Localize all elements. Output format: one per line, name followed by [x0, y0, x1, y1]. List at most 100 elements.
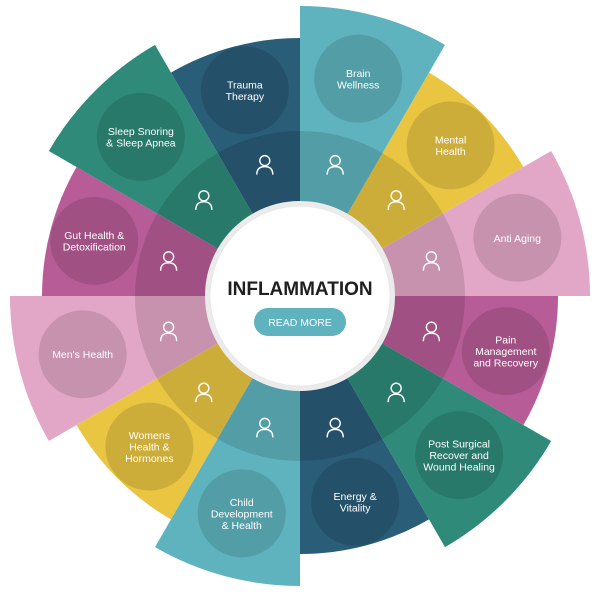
- segment-wedge[interactable]: [48, 44, 253, 249]
- segment-inner-band: [157, 343, 253, 439]
- segment-label-disc: [415, 411, 504, 500]
- segment-energy-vitality[interactable]: Energy &Vitality: [300, 378, 429, 554]
- segment-men-s-health[interactable]: Men's Health: [10, 296, 218, 441]
- segment-anti-aging[interactable]: Anti Aging: [382, 151, 590, 296]
- segment-label-line: Pain: [495, 335, 516, 347]
- bandage-icon: [387, 382, 405, 403]
- segment-wedge[interactable]: [171, 38, 300, 214]
- segment-label: Gut Health &Detoxification: [63, 230, 126, 254]
- head-brain-icon-body: [326, 165, 344, 175]
- sad-person-icon-head: [259, 154, 271, 167]
- segment-label-disc: [105, 402, 194, 491]
- segment-inner-band: [300, 131, 383, 214]
- skin-layers-icon-head: [425, 251, 438, 263]
- segment-gut-health-detoxification[interactable]: Gut Health &Detoxification: [42, 167, 218, 296]
- segment-wedge[interactable]: [155, 378, 300, 586]
- gut-icon-body: [159, 262, 178, 271]
- segment-wedge[interactable]: [382, 151, 590, 296]
- segment-wedge[interactable]: [10, 296, 218, 441]
- child-icon-head: [259, 417, 271, 430]
- segment-label-disc: [50, 196, 139, 285]
- segment-wedge[interactable]: [347, 72, 524, 249]
- head-pain-icon-body: [422, 332, 441, 342]
- read-more-button-bg[interactable]: [254, 308, 346, 336]
- woman-icon-body: [195, 393, 213, 403]
- head-pain-icon: [422, 321, 441, 342]
- segment-label-line: Wellness: [337, 79, 379, 91]
- tired-person-icon-body: [195, 201, 213, 210]
- hub-circle: [209, 205, 391, 387]
- sad-person-icon: [256, 154, 274, 175]
- segment-label-line: Detoxification: [63, 242, 126, 254]
- segment-wedge[interactable]: [300, 378, 429, 554]
- segment-label-disc: [96, 92, 185, 181]
- sad-person-icon-body: [256, 165, 274, 175]
- bandage-icon-body: [387, 393, 405, 403]
- segment-label-line: Health: [435, 146, 466, 158]
- segment-label-line: Men's Health: [52, 349, 113, 361]
- thinking-person-icon: [387, 190, 405, 210]
- man-icon-body: [159, 332, 178, 342]
- read-more-button[interactable]: READ MORE: [254, 308, 346, 336]
- segment-label-line: & Sleep Apnea: [106, 138, 176, 150]
- segment-label-disc: [314, 34, 403, 123]
- lightbulb-icon-body: [326, 428, 344, 438]
- head-brain-icon-head: [329, 154, 341, 167]
- segment-label: Men's Health: [52, 349, 113, 361]
- skin-layers-icon: [422, 251, 441, 271]
- man-icon-head: [162, 321, 175, 333]
- segment-inner-band: [347, 343, 443, 439]
- segment-label-line: Brain: [346, 68, 371, 80]
- gut-icon-head: [162, 251, 175, 263]
- segment-label-line: Vitality: [340, 502, 371, 514]
- head-pain-icon-head: [425, 321, 438, 333]
- segment-label-line: Development: [211, 508, 273, 520]
- segment-label-line: Anti Aging: [494, 233, 541, 245]
- segment-label-line: Mental: [435, 135, 467, 147]
- tired-person-icon: [195, 190, 213, 210]
- segment-sleep-snoring-sleep-apnea[interactable]: Sleep Snoring& Sleep Apnea: [48, 44, 253, 249]
- segment-label-line: Hormones: [125, 453, 173, 465]
- woman-icon: [195, 382, 213, 403]
- segment-inner-band: [217, 378, 300, 461]
- segment-label-line: Therapy: [226, 91, 265, 103]
- segment-label-line: Wound Healing: [423, 462, 495, 474]
- segment-label-line: Recover and: [429, 450, 489, 462]
- read-more-button-label[interactable]: READ MORE: [268, 317, 332, 329]
- thinking-person-icon-head: [390, 190, 402, 202]
- segment-label-line: & Health: [222, 520, 262, 532]
- segment-label: Energy &Vitality: [334, 491, 377, 515]
- lightbulb-icon-head: [329, 417, 341, 430]
- thinking-person-icon-body: [387, 201, 405, 210]
- segment-inner-band: [217, 131, 300, 214]
- segment-label-line: Post Surgical: [428, 439, 490, 451]
- segment-label-line: Management: [475, 346, 536, 358]
- segment-inner-band: [382, 213, 465, 296]
- segment-label-line: Trauma: [227, 80, 263, 92]
- segment-wedge[interactable]: [300, 6, 445, 214]
- lightbulb-icon: [326, 417, 344, 438]
- segment-label-line: Gut Health &: [64, 230, 124, 242]
- skin-layers-icon-body: [422, 262, 441, 271]
- head-brain-icon: [326, 154, 344, 175]
- segment-label-disc: [473, 193, 562, 282]
- segment-label-line: Sleep Snoring: [108, 126, 174, 138]
- gut-icon: [159, 251, 178, 271]
- woman-icon-head: [198, 382, 210, 394]
- segment-label-disc: [197, 469, 286, 558]
- segment-label-disc: [461, 307, 550, 396]
